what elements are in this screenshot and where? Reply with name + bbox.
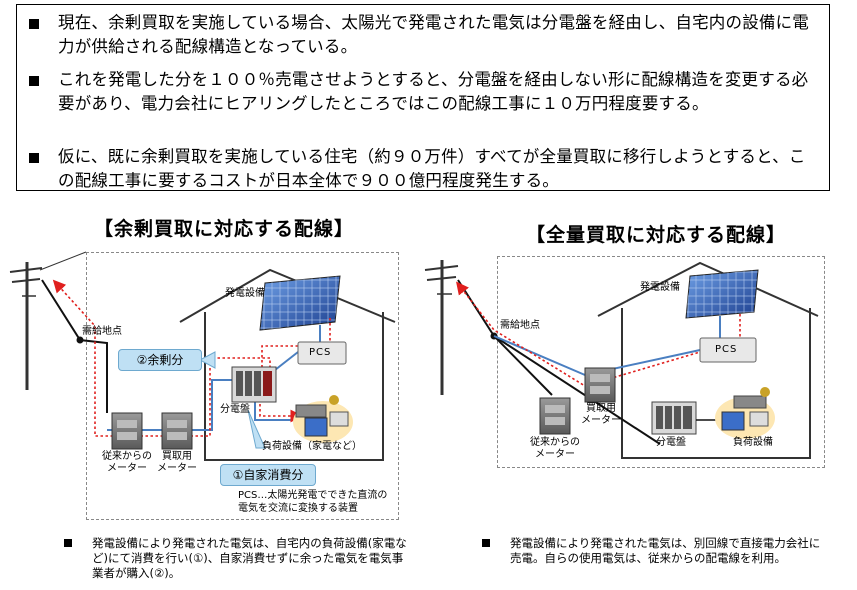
right-caption: 発電設備により発電された電気は、別回線で直接電力会社に売電。自らの使用電気は、従… [482, 536, 827, 566]
bullet-square-icon [482, 539, 490, 547]
right-panel-label: 分電盤 [656, 437, 686, 448]
right-diagram-title: 【全量買取に対応する配線】 [526, 224, 787, 246]
left-supply-point-dot [76, 336, 84, 344]
left-caption-text: 発電設備により発電された電気は、自宅内の負荷設備(家電など)にて消費を行い(①)… [92, 536, 407, 580]
left-self-use-flow [259, 404, 304, 423]
right-supply-point-label: 需給地点 [500, 320, 540, 331]
left-old-meter-label: 従来からの メーター [102, 451, 152, 474]
left-buy-meter-label: 買取用 メーター [157, 451, 197, 474]
left-panel-label: 分電盤 [220, 404, 250, 415]
left-load-appliances-icon [293, 395, 353, 443]
summary-bullet-text: これを発電した分を１００％売電させようとすると、分電盤を経由しない形に配線構造を… [58, 70, 809, 113]
left-surplus-callout: ②余剰分 [118, 349, 202, 371]
bullet-square-icon [29, 76, 39, 86]
left-distribution-panel-icon [231, 366, 277, 403]
summary-bullet-text: 現在、余剰買取を実施している場合、太陽光で発電された電気は分電盤を経由し、自宅内… [58, 13, 810, 56]
left-generation-label: 発電設備 [225, 288, 265, 299]
bullet-square-icon [64, 539, 72, 547]
left-diagram-panel [86, 252, 399, 520]
left-old-meter-icon [111, 412, 143, 450]
summary-bullet: これを発電した分を１００％売電させようとすると、分電盤を経由しない形に配線構造を… [29, 68, 815, 116]
left-pcs-flow [261, 318, 331, 372]
right-buy-meter-icon [584, 367, 616, 403]
right-load-appliances-icon [715, 387, 775, 439]
right-old-meter-label: 従来からの メーター [530, 437, 580, 460]
left-self-use-callout: ①自家消費分 [220, 464, 316, 486]
left-pcs-label: PCS [309, 347, 332, 358]
right-diagram-panel [497, 256, 825, 468]
summary-box: 現在、余剰買取を実施している場合、太陽光で発電された電気は分電盤を経由し、自宅内… [16, 4, 830, 191]
left-diagram-title: 【余剰買取に対応する配線】 [94, 218, 355, 240]
right-generation-label: 発電設備 [640, 282, 680, 293]
right-caption-text: 発電設備により発電された電気は、別回線で直接電力会社に売電。自らの使用電気は、従… [510, 536, 821, 565]
right-old-meter-icon [539, 397, 571, 435]
bullet-square-icon [29, 19, 39, 29]
right-pcs-box [699, 337, 757, 363]
right-sale-flow [456, 281, 741, 387]
left-service-wire [41, 279, 108, 413]
right-pcs-label: PCS [715, 344, 738, 355]
left-caption: 発電設備により発電された電気は、自宅内の負荷設備(家電など)にて消費を行い(①)… [64, 536, 409, 581]
summary-bullet: 現在、余剰買取を実施している場合、太陽光で発電された電気は分電盤を経由し、自宅内… [29, 11, 815, 59]
right-solar-panel-icon [685, 269, 759, 319]
right-utility-pole-icon [424, 260, 459, 395]
summary-bullet: 仮に、既に余剰買取を実施している住宅（約９０万件）すべてが全量買取に移行しようと… [29, 145, 815, 193]
right-house [597, 261, 819, 459]
left-supply-point-label: 需給地点 [82, 326, 122, 337]
right-buy-meter-label: 買取用 メーター [581, 403, 621, 426]
summary-bullet-text: 仮に、既に余剰買取を実施している住宅（約９０万件）すべてが全量買取に移行しようと… [58, 147, 806, 190]
right-distribution-panel-icon [651, 401, 697, 435]
left-pcs-box [297, 341, 347, 365]
left-buy-meter-icon [161, 412, 193, 450]
left-utility-pole-icon [9, 251, 87, 390]
left-pcs-note: PCS…太陽光発電でできた直流の 電気を交流に変換する装置 [238, 490, 388, 514]
left-house [179, 268, 396, 461]
left-solar-panel-icon [259, 275, 341, 331]
left-load-label: 負荷設備（家電など） [262, 441, 362, 452]
right-load-label: 負荷設備 [733, 437, 773, 448]
bullet-square-icon [29, 153, 39, 163]
